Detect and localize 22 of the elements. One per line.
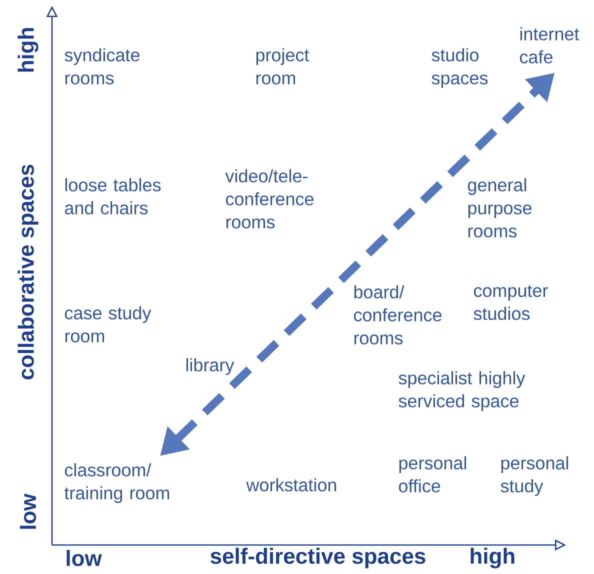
axis-label: self-directive spaces <box>210 548 426 568</box>
space-label: loose tables and chairs <box>64 178 161 214</box>
space-label: project room <box>256 48 310 84</box>
axis-label: high <box>470 548 514 568</box>
axis-label: collaborative spaces <box>18 164 38 380</box>
space-label: workstation <box>246 478 336 492</box>
space-label: computer studios <box>474 285 548 320</box>
space-label: personal office <box>398 456 466 492</box>
space-label: classroom/ training room <box>64 463 170 503</box>
space-label: board/ conference rooms <box>354 285 442 344</box>
axis-label: high <box>18 28 38 72</box>
space-label: studio spaces <box>432 48 488 88</box>
space-label: library <box>186 358 234 375</box>
space-label: case study room <box>64 306 152 342</box>
space-label: general purpose rooms <box>468 178 532 238</box>
space-label: syndicate rooms <box>64 48 140 84</box>
space-label: internet cafe <box>520 27 580 64</box>
axis-label: low <box>20 494 36 529</box>
axis-label: low <box>66 550 102 566</box>
space-label: personal study <box>500 456 568 496</box>
space-label: video/tele-conference rooms <box>225 169 314 228</box>
space-label: specialist highly serviced space <box>398 371 526 411</box>
